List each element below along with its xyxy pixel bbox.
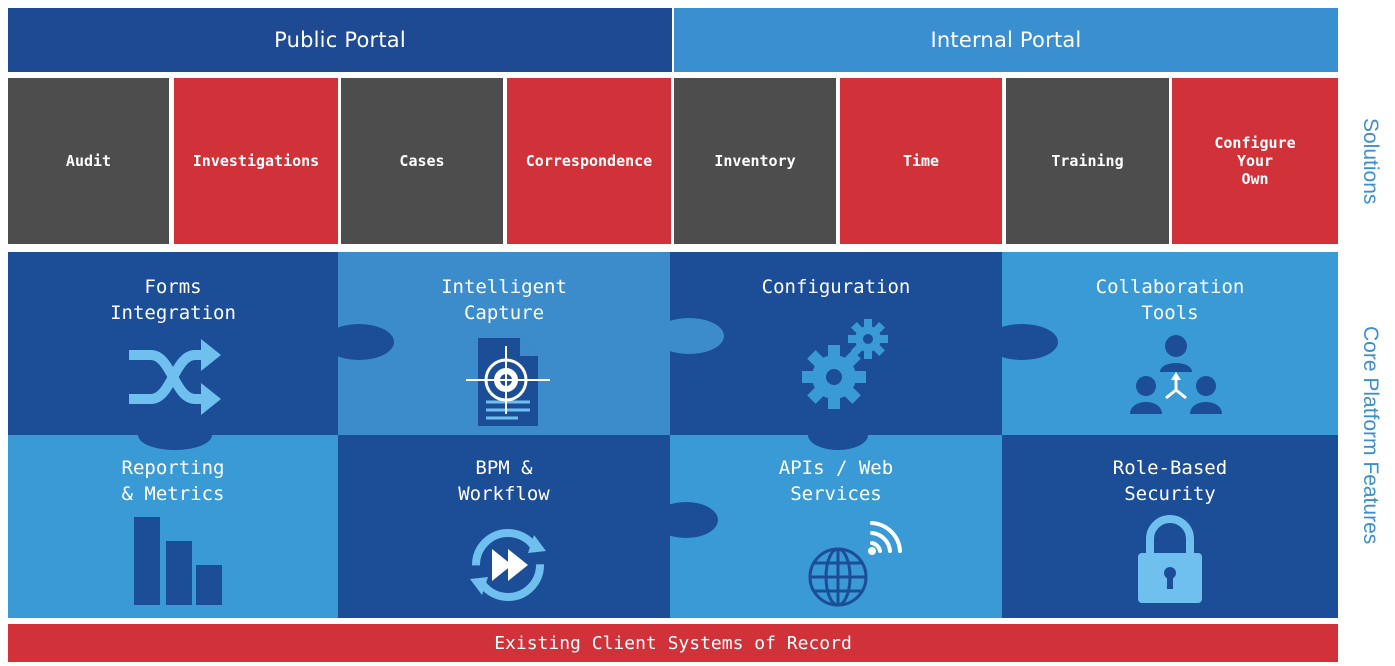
feature-tile-role-based-security: Role-Based Security [1002,435,1338,618]
globe-signal-icon [804,519,904,613]
internal-portal-header: Internal Portal [674,8,1338,72]
feature-title: Intelligent Capture [441,276,567,324]
public-portal-header: Public Portal [8,8,672,72]
feature-tile-collaboration-tools: Collaboration Tools [1002,252,1338,435]
solution-audit: Audit [8,78,169,244]
puzzle-tab [808,420,868,450]
team-network-icon [1126,332,1226,421]
feature-title: Forms Integration [110,276,236,324]
feature-title: APIs / Web Services [778,457,894,505]
puzzle-tab [138,420,212,450]
solutions-side-label: Solutions [1359,117,1382,205]
feature-tile-bpm-workflow: BPM & Workflow [338,435,670,618]
feature-tile-reporting-metrics: Reporting & Metrics [8,435,338,618]
feature-tile-forms-integration: Forms Integration [8,252,338,435]
core-platform-side-label: Core Platform Features [1359,325,1382,545]
feature-title: BPM & Workflow [458,457,550,505]
solution-time: Time [840,78,1002,244]
padlock-icon [1130,515,1210,609]
solution-cases: Cases [341,78,503,244]
bar-chart-icon [130,513,226,609]
solution-inventory: Inventory [674,78,836,244]
feature-tile-configuration: Configuration [670,252,1002,435]
systems-of-record-bar: Existing Client Systems of Record [8,624,1338,662]
workflow-cycle-icon [466,523,550,611]
puzzle-tab [986,324,1058,360]
feature-title: Reporting & Metrics [121,457,225,505]
solution-training: Training [1006,78,1169,244]
document-target-icon [458,332,558,435]
feature-tile-apis-web-services: APIs / Web Services [670,435,1002,618]
shuffle-arrows-icon [123,337,223,421]
gears-icon [800,317,890,416]
solution-correspondence: Correspondence [507,78,671,244]
puzzle-tab [654,318,724,354]
puzzle-tab [324,324,394,360]
core-platform-puzzle: Forms Integration Intelligent Capture [8,252,1338,618]
puzzle-tab [654,502,718,538]
feature-title: Collaboration Tools [1095,276,1245,324]
feature-title: Configuration [761,276,911,298]
solution-investigations: Investigations [174,78,338,244]
feature-title: Role-Based Security [1112,457,1228,505]
solution-configure-your-own: Configure Your Own [1172,78,1338,244]
